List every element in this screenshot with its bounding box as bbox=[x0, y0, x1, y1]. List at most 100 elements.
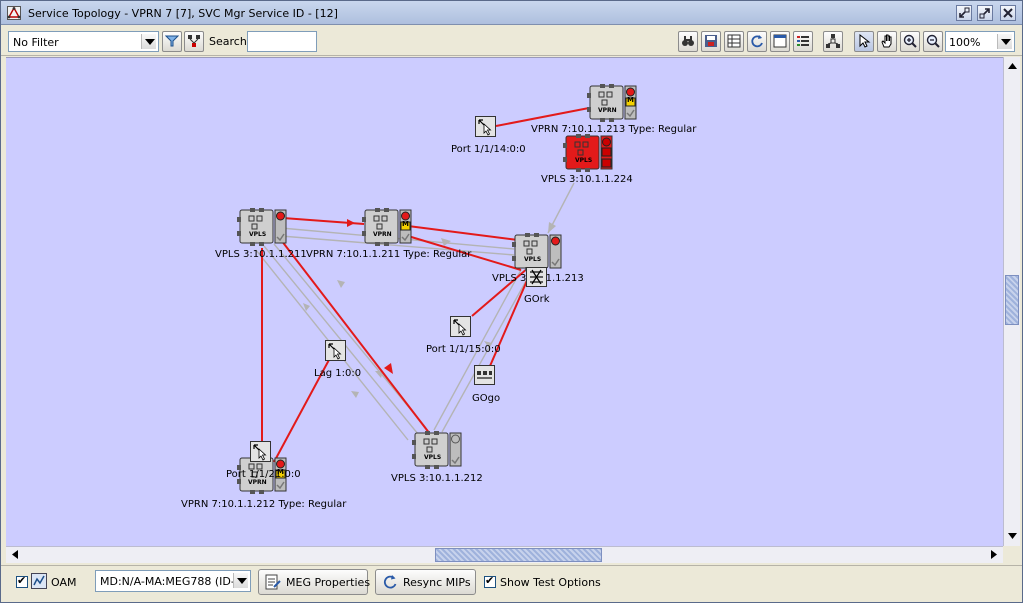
filter-edit-button[interactable] bbox=[184, 31, 204, 52]
link-vpls211-vpls213-b bbox=[280, 235, 515, 256]
horizontal-scroll-thumb[interactable] bbox=[435, 548, 602, 562]
port-icon bbox=[250, 441, 271, 462]
vpls-badge: VPLS bbox=[524, 256, 542, 263]
vprn-node[interactable]: VPRN M bbox=[237, 456, 287, 497]
link-gogo-vpls213 bbox=[489, 275, 530, 367]
scroll-right-arrow-icon[interactable] bbox=[987, 547, 1001, 562]
window-icon bbox=[773, 34, 787, 48]
properties-button[interactable] bbox=[793, 31, 813, 52]
horizontal-scrollbar[interactable] bbox=[6, 546, 1003, 563]
node-label: VPLS 3:10.1.1.211 bbox=[215, 249, 307, 260]
scroll-up-arrow-icon[interactable] bbox=[1005, 59, 1020, 73]
endpoint-node[interactable] bbox=[474, 365, 495, 388]
port-node[interactable] bbox=[250, 441, 271, 465]
zoom-level-combo[interactable]: 100% bbox=[945, 31, 1015, 52]
close-button[interactable] bbox=[1000, 5, 1016, 21]
chevron-down-icon[interactable] bbox=[997, 34, 1012, 49]
scroll-down-arrow-icon[interactable] bbox=[1005, 529, 1020, 543]
switch-icon-alarm bbox=[563, 134, 613, 172]
port-label: Port 1/1/14:0:0 bbox=[451, 144, 526, 155]
vertical-scrollbar[interactable] bbox=[1003, 57, 1020, 546]
refresh-icon bbox=[751, 35, 763, 48]
arrow-pointer-icon bbox=[859, 34, 871, 48]
vertical-scroll-thumb[interactable] bbox=[1005, 275, 1019, 325]
vpls-badge: VPLS bbox=[249, 231, 267, 238]
resync-mips-button[interactable]: Resync MIPs bbox=[375, 569, 476, 595]
lag-node[interactable] bbox=[325, 340, 346, 364]
port-label: Port 1/1/21:0:0 bbox=[226, 469, 301, 480]
switch-icon bbox=[512, 233, 562, 271]
search-input[interactable] bbox=[247, 31, 317, 52]
restore-button[interactable] bbox=[956, 5, 972, 21]
filter-value: No Filter bbox=[13, 36, 59, 49]
maximize-button[interactable] bbox=[977, 5, 993, 21]
endpoint-icon bbox=[474, 365, 495, 385]
select-tool-button[interactable] bbox=[854, 31, 874, 52]
vpls-node[interactable]: VPLS bbox=[237, 208, 287, 249]
lag-label: Lag 1:0:0 bbox=[314, 368, 362, 379]
find-button[interactable] bbox=[678, 31, 698, 52]
vprn-badge: VPRN bbox=[598, 107, 617, 114]
vpls-node[interactable]: VPLS bbox=[412, 431, 462, 472]
link-port14-vprn213 bbox=[495, 107, 590, 127]
toolbar: No Filter Search bbox=[1, 26, 1022, 56]
vprn-node[interactable]: VPRN M bbox=[362, 208, 412, 249]
meg-properties-label: MEG Properties bbox=[286, 576, 371, 589]
vprn-badge: VPRN bbox=[373, 231, 392, 238]
chevron-down-icon[interactable] bbox=[233, 573, 248, 588]
filter-dropdown[interactable]: No Filter bbox=[8, 31, 159, 52]
vprn-node[interactable]: VPRN M bbox=[587, 84, 637, 125]
filter-edit-icon bbox=[188, 35, 200, 47]
topology-links bbox=[255, 107, 590, 464]
oam-icon bbox=[31, 573, 47, 589]
save-icon bbox=[705, 35, 717, 47]
endpoint-node[interactable] bbox=[526, 267, 547, 290]
pan-tool-button[interactable] bbox=[877, 31, 897, 52]
oam-checkbox[interactable] bbox=[16, 574, 28, 588]
vpls-node-alarm[interactable]: VPLS bbox=[563, 134, 613, 175]
vpls-node[interactable]: VPLS bbox=[512, 233, 562, 274]
hand-icon bbox=[881, 34, 892, 48]
scroll-left-arrow-icon[interactable] bbox=[8, 547, 22, 562]
link-vprn211-vpls213 bbox=[407, 225, 519, 241]
zoom-out-button[interactable] bbox=[923, 31, 943, 52]
node-label: VPLS 3:10.1.1.212 bbox=[391, 473, 483, 484]
link-arrow-red bbox=[384, 363, 393, 374]
vpls-badge: VPLS bbox=[424, 454, 442, 461]
link-arrow bbox=[484, 341, 492, 348]
meg-properties-button[interactable]: MEG Properties bbox=[258, 569, 371, 595]
link-vpls211-vpls212 bbox=[277, 235, 431, 435]
binoculars-icon bbox=[682, 36, 694, 46]
chevron-down-icon[interactable] bbox=[141, 34, 156, 49]
layout-button[interactable] bbox=[823, 31, 843, 52]
save-button[interactable] bbox=[701, 31, 721, 52]
window-view-button[interactable] bbox=[770, 31, 790, 52]
router-icon bbox=[362, 208, 412, 246]
meg-dropdown[interactable]: MD:N/A-MA:MEG788 (ID-2) bbox=[95, 570, 251, 592]
title-bar[interactable]: Service Topology - VPRN 7 [7], SVC Mgr S… bbox=[1, 1, 1022, 25]
port-node[interactable] bbox=[450, 316, 471, 340]
port-node[interactable] bbox=[475, 116, 496, 140]
zoom-in-button[interactable] bbox=[900, 31, 920, 52]
meg-value: MD:N/A-MA:MEG788 (ID-2) bbox=[100, 575, 247, 588]
endpoint-label: GOgo bbox=[472, 393, 501, 404]
port-label: Port 1/1/15:0:0 bbox=[426, 344, 501, 355]
show-test-options-checkbox[interactable] bbox=[484, 574, 496, 588]
switch-icon bbox=[237, 208, 287, 246]
resync-label: Resync MIPs bbox=[403, 576, 471, 589]
link-arrow-red bbox=[347, 219, 355, 227]
table-view-button[interactable] bbox=[724, 31, 744, 52]
node-label: VPLS 3:10.1.1.224 bbox=[541, 174, 633, 185]
topology-canvas[interactable]: VPRN M VPRN 7:10.1.1.213 Type: Regular V… bbox=[6, 57, 1003, 546]
major-alarm-badge: M bbox=[277, 468, 284, 476]
app-icon bbox=[7, 6, 21, 20]
window-title: Service Topology - VPRN 7 [7], SVC Mgr S… bbox=[28, 7, 338, 20]
link-vpls213-vpls212-b bbox=[441, 271, 532, 433]
switch-icon bbox=[412, 431, 462, 469]
node-label: VPRN 7:10.1.1.212 Type: Regular bbox=[181, 499, 347, 510]
oam-bar: OAM MD:N/A-MA:MEG788 (ID-2) MEG Properti… bbox=[1, 565, 1022, 602]
refresh-button[interactable] bbox=[747, 31, 767, 52]
filter-button[interactable] bbox=[162, 31, 182, 52]
port-icon bbox=[450, 316, 471, 337]
